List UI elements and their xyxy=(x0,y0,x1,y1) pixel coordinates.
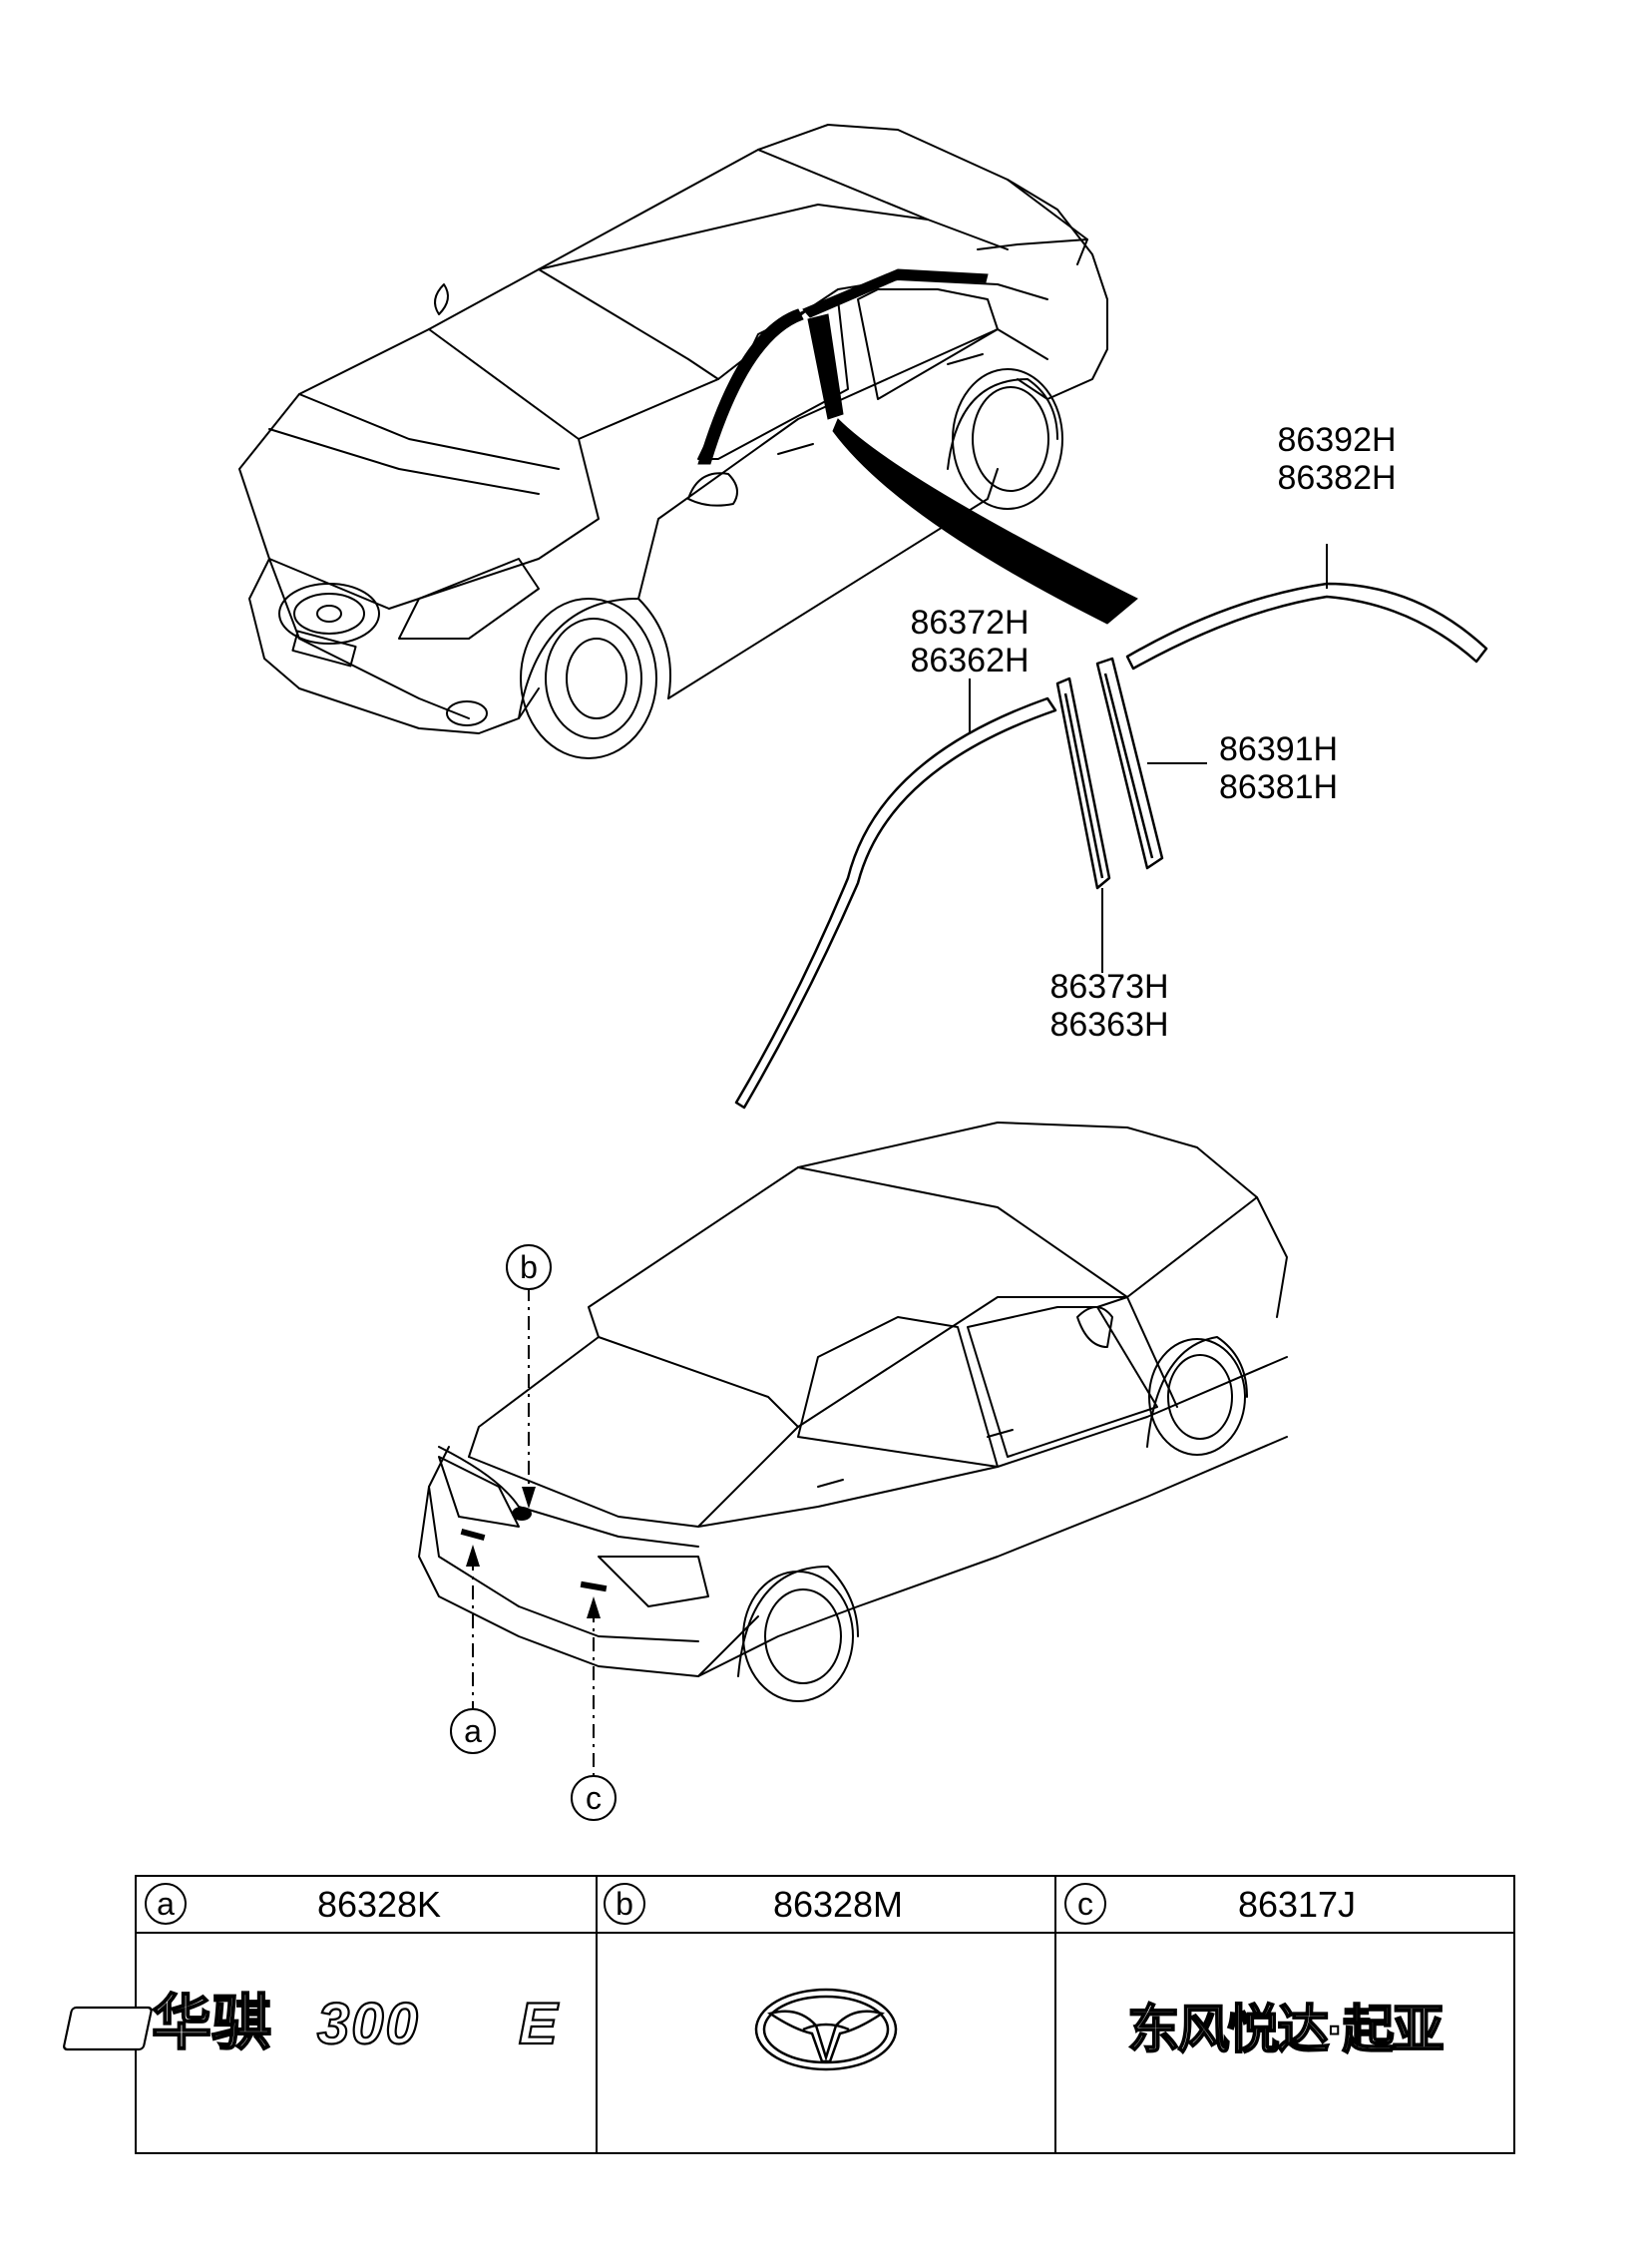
emblem-c-cn-text: 东风悦达·起亚 xyxy=(1127,2002,1443,2059)
molding-strips xyxy=(734,582,1488,1110)
label-86391H: 86391H xyxy=(1219,730,1338,768)
marker-c: c xyxy=(571,1775,617,1821)
strip-86391H xyxy=(1095,657,1164,870)
marker-a-letter: a xyxy=(464,1713,482,1749)
leader-lines xyxy=(969,544,1328,973)
label-86392H: 86392H xyxy=(1277,421,1396,459)
table-header-a: a 86328K xyxy=(145,1883,441,1925)
table-header-b: b 86328M xyxy=(604,1883,903,1925)
table-part-a: 86328K xyxy=(317,1884,441,1925)
strip-86373H xyxy=(1055,676,1111,890)
marker-b-letter: b xyxy=(520,1249,538,1285)
emblem-a-cn-text: 华骐 xyxy=(152,1990,271,2056)
label-86381H: 86381H xyxy=(1219,768,1338,806)
emblem-table: a 86328K b 86328M c 86317J 华骐 300 E xyxy=(63,1875,1515,2154)
table-letter-a: a xyxy=(157,1886,175,1922)
label-86382H: 86382H xyxy=(1277,459,1396,497)
table-header-c: c 86317J xyxy=(1064,1883,1356,1925)
emblem-c-logo: 东风悦达·起亚 xyxy=(1126,2001,1446,2060)
table-letter-b: b xyxy=(616,1886,633,1922)
emblem-a-num-text: 300 xyxy=(317,1992,420,2056)
table-part-c: 86317J xyxy=(1238,1884,1356,1925)
marker-leaders xyxy=(472,1287,595,1776)
rear-car-illustration xyxy=(418,1122,1288,1702)
front-car-trim-highlight xyxy=(697,268,1138,625)
marker-b: b xyxy=(506,1244,552,1290)
label-86363H: 86363H xyxy=(1049,1006,1168,1044)
marker-a: a xyxy=(450,1708,496,1754)
front-car-illustration xyxy=(238,124,1108,759)
label-86373H: 86373H xyxy=(1049,968,1168,1006)
strip-86372H xyxy=(734,696,1057,1110)
table-part-b: 86328M xyxy=(773,1884,903,1925)
marker-c-letter: c xyxy=(586,1780,602,1816)
label-86362H: 86362H xyxy=(910,642,1029,679)
label-86372H: 86372H xyxy=(910,604,1029,642)
rear-emblem-marks xyxy=(460,1507,608,1592)
emblem-a-box-text: E xyxy=(519,1992,560,2056)
table-letter-c: c xyxy=(1077,1886,1093,1922)
emblem-a-logo: 华骐 300 E xyxy=(63,1989,560,2057)
emblem-b-logo xyxy=(754,1988,898,2071)
strip-86392H xyxy=(1125,582,1488,671)
marker-arrows xyxy=(466,1487,601,1618)
